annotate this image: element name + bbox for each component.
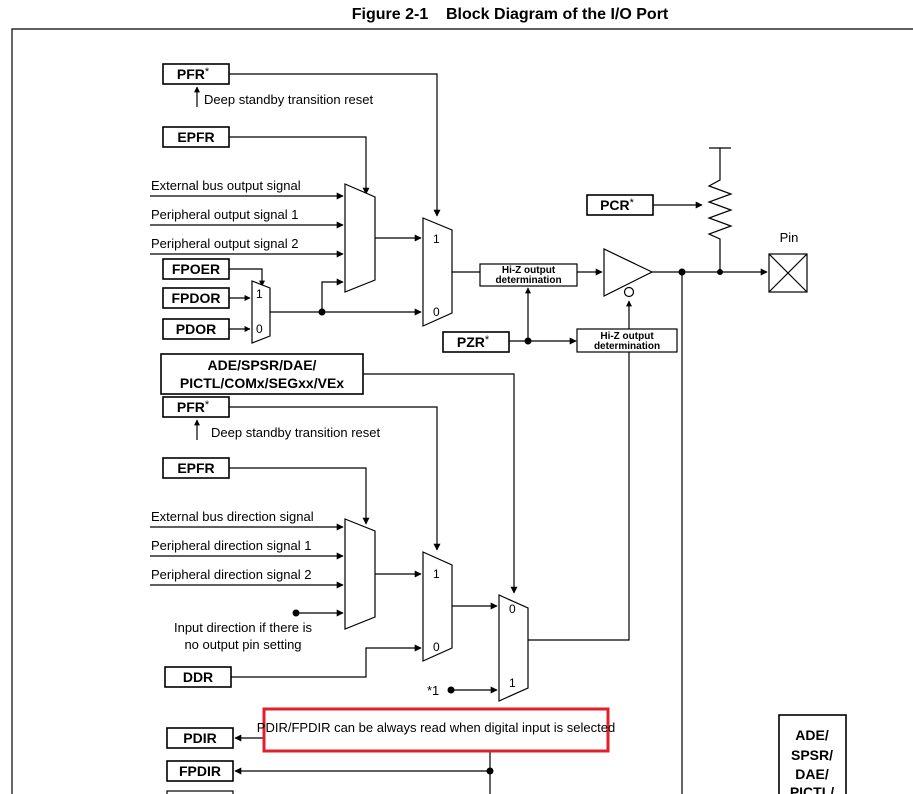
pdor-register-label: PDOR	[176, 321, 216, 337]
svg-text:1: 1	[256, 287, 263, 301]
pdir-register-label: PDIR	[183, 730, 216, 746]
svg-text:DAE/: DAE/	[795, 766, 829, 782]
epfr-register-label: EPFR	[177, 129, 214, 145]
svg-text:PICTL/: PICTL/	[790, 784, 834, 794]
ade-register-box	[160, 353, 364, 395]
figure-title: Figure 2-1 Block Diagram of the I/O Port	[352, 6, 669, 23]
pdir-register-box	[166, 727, 234, 749]
svg-text:SPSR/: SPSR/	[791, 747, 833, 763]
ext-bus-direction-label: External bus direction signal	[151, 509, 314, 524]
figure-frame	[11, 28, 913, 794]
fpdir-register-label: FPDIR	[179, 763, 221, 779]
hiz-determination-box-2	[576, 328, 678, 353]
deep-standby-label-1: Deep standby transition reset	[204, 92, 373, 107]
direction-select-mux	[422, 551, 453, 662]
pull-up-resistor	[707, 147, 733, 272]
output-signal-mux	[344, 183, 376, 293]
pzr-register-label: PZR*	[457, 334, 490, 350]
note-1-label: *1	[427, 683, 439, 698]
pdir-callout-text: PDIR/FPDIR can be always read when digit…	[257, 720, 615, 735]
ext-bus-output-label: External bus output signal	[151, 178, 301, 193]
pin-label: Pin	[780, 230, 799, 245]
svg-text:Hi-Z output: Hi-Z output	[502, 265, 556, 276]
pcr-register-label: PCR*	[600, 197, 635, 213]
fpdir-register-box	[166, 760, 234, 782]
direction-signal-mux	[344, 518, 376, 630]
svg-text:1: 1	[433, 232, 440, 246]
fpoer-register-label: FPOER	[172, 261, 220, 277]
pzr-register-box	[442, 331, 510, 353]
final-direction-mux	[498, 594, 529, 702]
fpdor-register-label: FPDOR	[172, 290, 221, 306]
periph-direction-1-label: Peripheral direction signal 1	[151, 538, 311, 553]
svg-text:0: 0	[433, 640, 440, 654]
svg-text:0: 0	[256, 322, 263, 336]
svg-text:determination: determination	[495, 275, 561, 286]
svg-text:0: 0	[509, 602, 516, 616]
epfr2-register-label: EPFR	[177, 460, 214, 476]
svg-text:1: 1	[433, 567, 440, 581]
periph-output-1-label: Peripheral output signal 1	[151, 207, 298, 222]
ddr-register-label: DDR	[183, 669, 213, 685]
svg-text:1: 1	[509, 676, 516, 690]
svg-text:Hi-Z output: Hi-Z output	[600, 331, 654, 342]
output-select-mux	[422, 217, 453, 327]
periph-output-2-label: Peripheral output signal 2	[151, 236, 298, 251]
bottom-right-register-box	[778, 714, 847, 794]
input-direction-label-2: no output pin setting	[184, 637, 301, 652]
output-buffer-symbol	[603, 248, 654, 297]
pdir-callout-box	[262, 707, 610, 753]
pfr-register-label: PFR*	[177, 66, 210, 82]
svg-text:determination: determination	[594, 341, 660, 352]
deep-standby-label-2: Deep standby transition reset	[211, 425, 380, 440]
input-direction-label-1: Input direction if there is	[174, 620, 313, 635]
data-select-mux	[251, 280, 271, 344]
svg-text:0: 0	[433, 305, 440, 319]
svg-text:ADE/: ADE/	[795, 727, 829, 743]
periph-direction-2-label: Peripheral direction signal 2	[151, 567, 311, 582]
pfr2-register-label: PFR*	[177, 399, 210, 415]
svg-text:PICTL/COMx/SEGxx/VEx: PICTL/COMx/SEGxx/VEx	[180, 375, 344, 391]
svg-text:ADE/SPSR/DAE/: ADE/SPSR/DAE/	[208, 357, 317, 373]
hiz-determination-box-1	[479, 263, 578, 287]
